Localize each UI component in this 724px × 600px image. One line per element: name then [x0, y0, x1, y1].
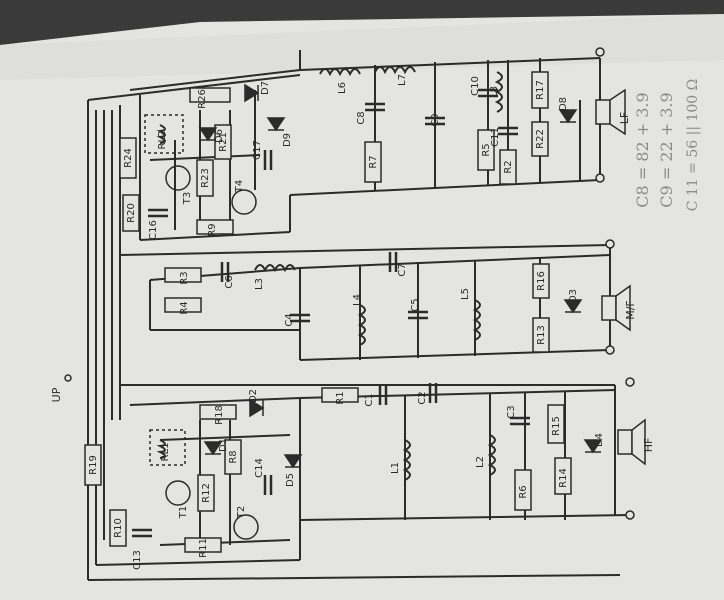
- transistor-symbols: [165, 165, 259, 540]
- label-d2: D2: [248, 389, 259, 403]
- label-r16: R16: [536, 271, 547, 291]
- diode-symbols: [198, 83, 603, 469]
- handwritten-notes: C8 = 82 + 3.9 C9 = 22 + 3.9 C 11 = 56 ||…: [633, 79, 701, 212]
- terminals: [64, 47, 635, 520]
- label-r4: R4: [179, 301, 190, 314]
- label-d6: D6: [214, 129, 225, 143]
- note-c8: C8 = 82 + 3.9: [633, 92, 652, 207]
- label-r10: R10: [113, 518, 124, 538]
- speaker-symbols: [595, 88, 646, 466]
- label-c11: C11: [490, 127, 501, 147]
- label-r5: R5: [481, 143, 492, 156]
- label-t3: T3: [182, 192, 193, 205]
- label-r8: R8: [228, 450, 239, 463]
- label-l2: L2: [475, 456, 486, 468]
- label-d5: D5: [285, 473, 296, 487]
- label-c8: C8: [356, 111, 367, 124]
- label-l4: L4: [352, 294, 363, 306]
- label-r17: R17: [535, 80, 546, 100]
- label-r21: R21: [218, 132, 229, 152]
- label-l8: L8: [489, 86, 500, 98]
- label-c6: C6: [224, 275, 235, 288]
- label-r6: R6: [518, 485, 529, 498]
- label-d1: D1: [218, 438, 229, 452]
- label-r3: R3: [179, 271, 190, 284]
- label-r24: R24: [123, 148, 134, 168]
- paper-shadow: [0, 14, 724, 80]
- label-r20: R20: [126, 203, 137, 223]
- label-c4: C4: [284, 313, 295, 326]
- label-d3: D3: [568, 289, 579, 303]
- label-c2: C2: [417, 391, 428, 404]
- label-t4: T4: [234, 180, 245, 193]
- note-c9: C9 = 22 + 3.9: [657, 92, 676, 207]
- label-r22: R22: [535, 129, 546, 149]
- label-lf: LF: [618, 112, 631, 124]
- inductor-coils: [156, 66, 503, 481]
- label-l6: L6: [337, 82, 348, 94]
- label-r1: R1: [335, 391, 346, 404]
- label-c3: C3: [506, 405, 517, 418]
- label-l1: L1: [390, 462, 401, 474]
- label-r11: R11: [198, 538, 209, 558]
- label-c9: C9: [430, 113, 441, 126]
- resistor-bodies: [84, 71, 572, 553]
- label-d4: D4: [594, 433, 605, 447]
- label-rl2: RL2: [157, 131, 168, 150]
- label-c17: C17: [252, 140, 263, 160]
- label-d7: D7: [260, 81, 271, 95]
- label-c1: C1: [364, 393, 375, 406]
- note-c11: C 11 = 56 || 100 Ω: [685, 79, 701, 212]
- label-l3: L3: [254, 278, 265, 290]
- label-r12: R12: [201, 483, 212, 503]
- label-t1: T1: [178, 506, 189, 519]
- label-r7: R7: [368, 155, 379, 168]
- label-r19: R19: [88, 455, 99, 475]
- label-t2: T2: [236, 506, 247, 519]
- component-labels: R26 R24 RL2 D6 D7 R21 R23 T3 T4 R20 C16 …: [50, 74, 655, 570]
- label-r15: R15: [551, 416, 562, 436]
- label-d9: D9: [282, 133, 293, 147]
- capacitor-plates: [132, 88, 530, 538]
- label-c5: C5: [410, 298, 421, 311]
- label-rl1: RL1: [160, 443, 171, 462]
- schematic: [64, 47, 646, 581]
- label-c16: C16: [148, 220, 159, 240]
- label-r26: R26: [197, 89, 208, 109]
- label-hf: HF: [642, 438, 655, 453]
- label-l7: L7: [397, 74, 408, 86]
- label-r18: R18: [214, 405, 225, 425]
- label-c13: C13: [132, 550, 143, 570]
- label-r9: R9: [207, 223, 218, 236]
- label-c10: C10: [470, 76, 481, 96]
- label-r14: R14: [558, 468, 569, 488]
- label-mf: M/F: [624, 300, 637, 320]
- label-r23: R23: [200, 168, 211, 188]
- label-c7: C7: [397, 263, 408, 276]
- label-r2: R2: [503, 160, 514, 173]
- label-c14: C14: [254, 458, 265, 478]
- label-l5: L5: [460, 288, 471, 300]
- label-up: UP: [50, 387, 63, 402]
- label-d8: D8: [558, 97, 569, 111]
- label-r13: R13: [536, 325, 547, 345]
